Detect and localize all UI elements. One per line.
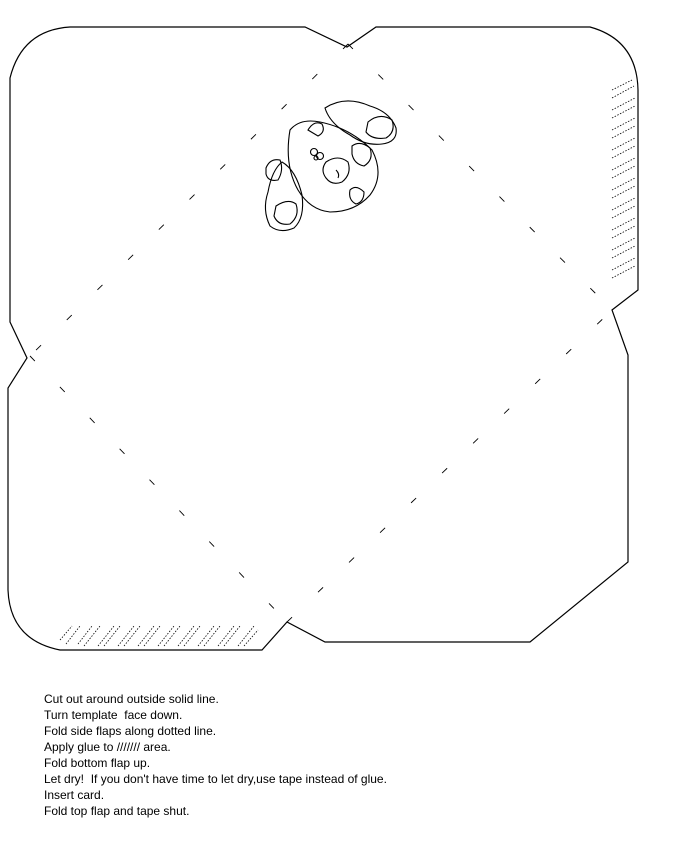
instruction-step-5: Fold bottom flap up. [44, 756, 151, 770]
fold-lines [29, 43, 613, 623]
instructions-list: Cut out around outside solid line. Turn … [44, 691, 387, 819]
blue-dog-character-icon [264, 100, 397, 232]
glue-area-right [611, 79, 636, 279]
envelope-template [7, 26, 639, 651]
instruction-step-2: Turn template face down. [44, 708, 183, 722]
instruction-step-6: Let dry! If you don't have time to let d… [44, 772, 387, 786]
outer-cut-line [7, 26, 639, 651]
instruction-step-8: Fold top flap and tape shut. [44, 804, 190, 818]
instruction-step-7: Insert card. [44, 788, 105, 802]
instruction-step-4: Apply glue to /////// area. [44, 740, 171, 754]
glue-area-bottom [59, 625, 259, 647]
instruction-step-1: Cut out around outside solid line. [44, 692, 219, 706]
instruction-step-3: Fold side flaps along dotted line. [44, 724, 217, 738]
